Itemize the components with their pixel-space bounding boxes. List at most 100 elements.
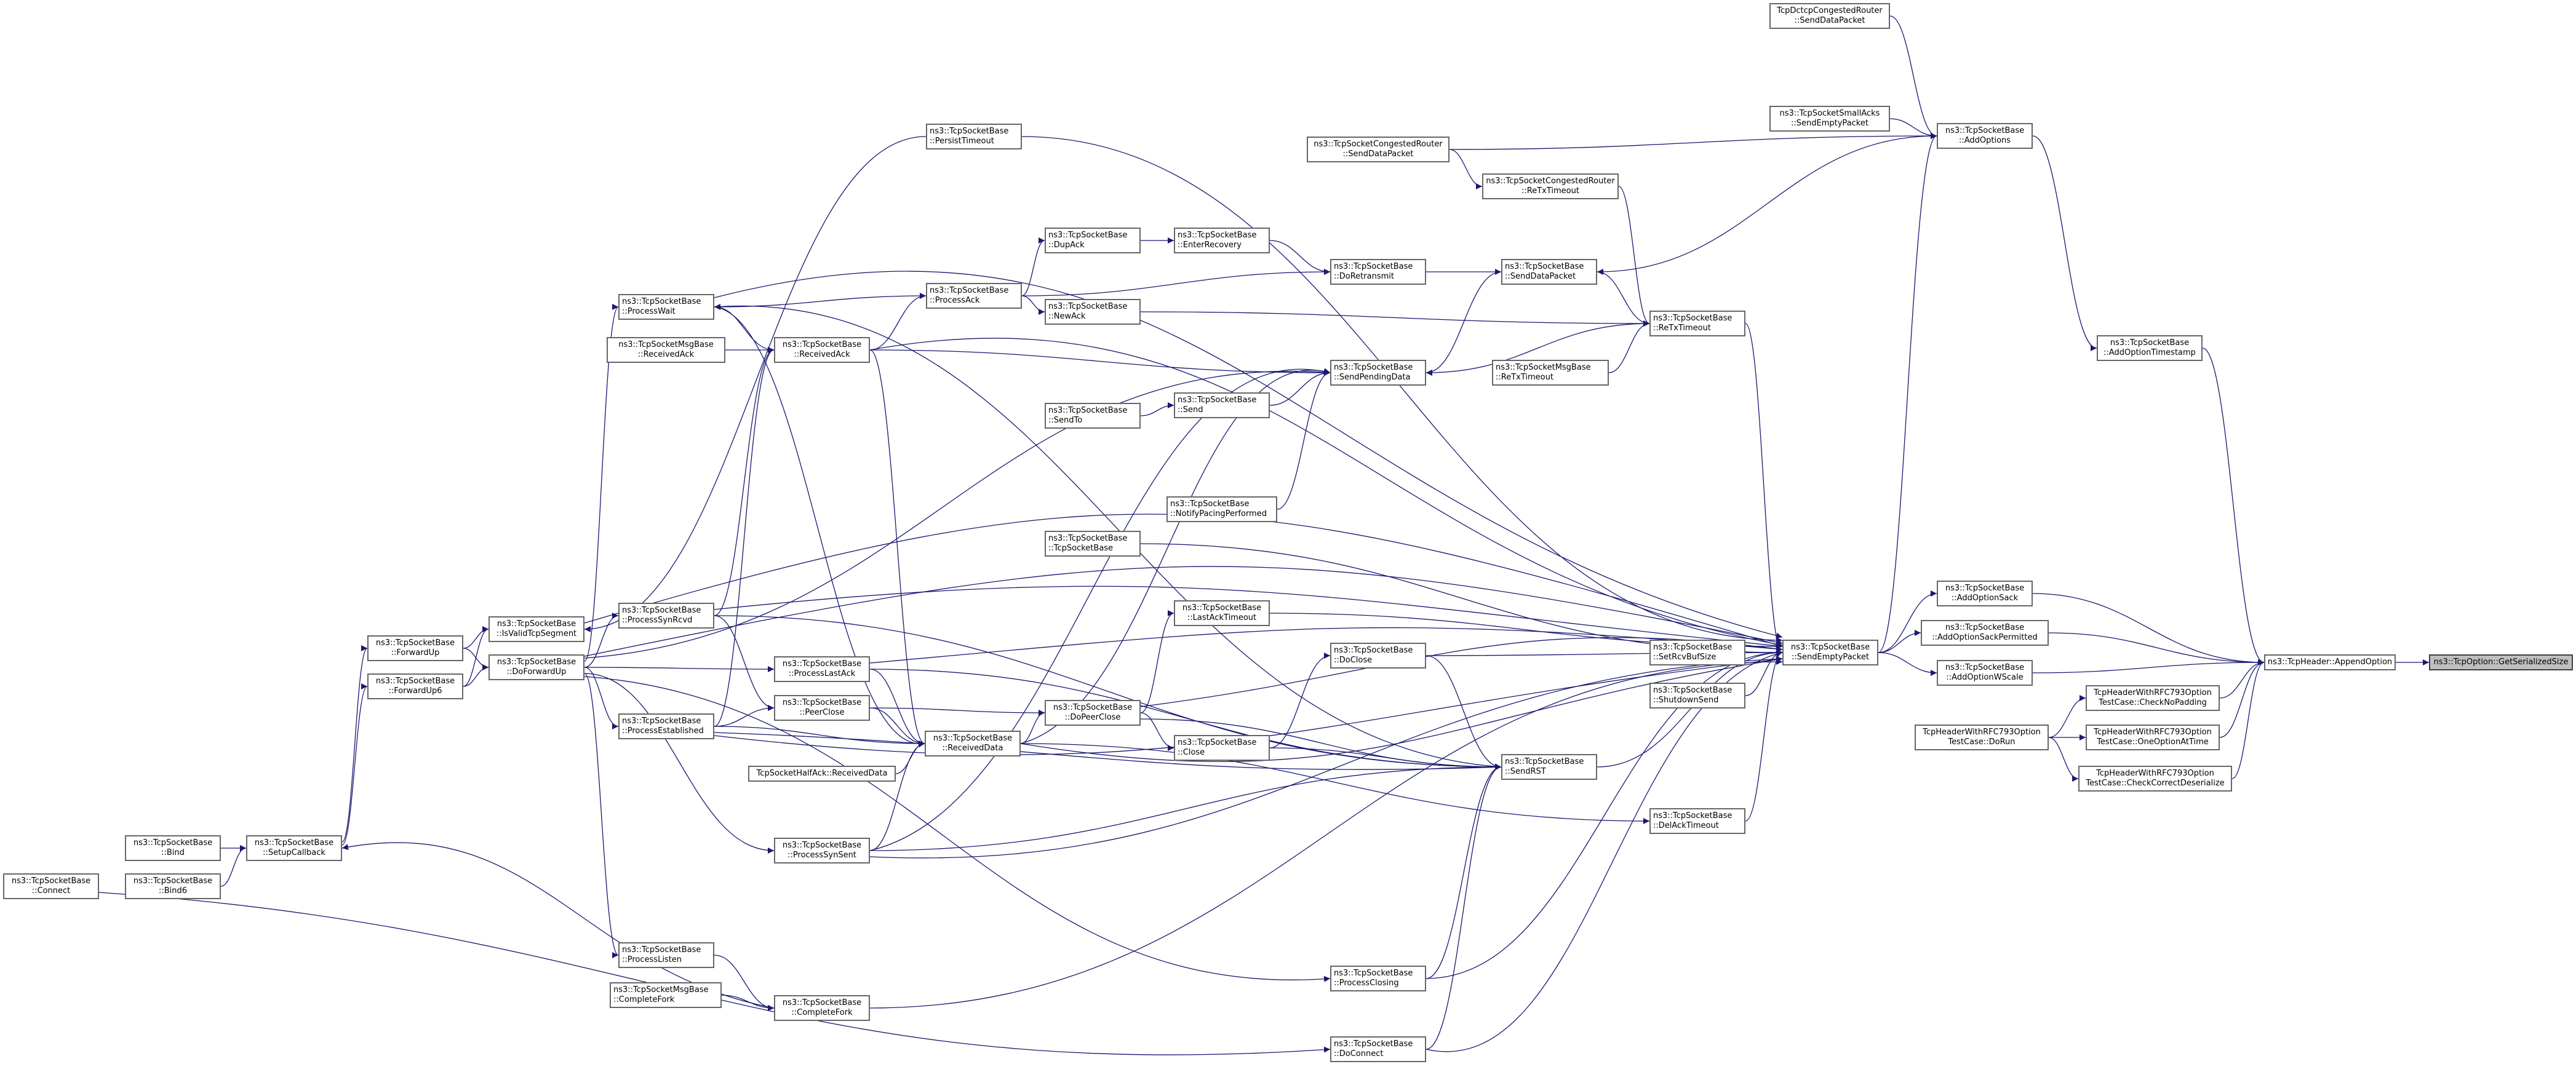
- call-edge-reTxTimeout-to-sendEmptyPacket: [1745, 323, 1783, 656]
- node-line: ::SendDataPacket: [1794, 16, 1865, 25]
- node-append-option[interactable]: ns3::TcpHeader::AppendOption: [2264, 654, 2396, 670]
- node-set-rcv-buf-size[interactable]: ns3::TcpSocketBase::SetRcvBufSize: [1649, 640, 1745, 665]
- node-add-option-wscale[interactable]: ns3::TcpSocketBase::AddOptionWScale: [1937, 660, 2033, 686]
- node-line: ns3::TcpSocketBase: [782, 659, 862, 669]
- node-persist-timeout[interactable]: ns3::TcpSocketBase::PersistTimeout: [926, 124, 1022, 149]
- node-notify-pacing-performed[interactable]: ns3::TcpSocketBase::NotifyPacingPerforme…: [1166, 496, 1277, 522]
- node-send-to[interactable]: ns3::TcpSocketBase::SendTo: [1045, 403, 1141, 429]
- node-complete-fork[interactable]: ns3::TcpSocketBase::CompleteFork: [774, 995, 870, 1021]
- node-get-serialized-size[interactable]: ns3::TcpOption::GetSerializedSize: [2429, 654, 2573, 670]
- node-process-listen[interactable]: ns3::TcpSocketBase::ProcessListen: [618, 942, 714, 968]
- node-setup-callback[interactable]: ns3::TcpSocketBase::SetupCallback: [246, 835, 342, 861]
- call-edge-processWait-to-sendEmptyPacket: [714, 271, 1783, 639]
- node-line: ns3::TcpSocketMsgBase: [613, 985, 709, 995]
- call-edge-addOptionSackPerm-to-appendOption: [2048, 632, 2265, 665]
- node-last-ack-timeout[interactable]: ns3::TcpSocketBase::LastAckTimeout: [1174, 600, 1270, 626]
- call-edge-processAck-to-processWait: [714, 295, 927, 310]
- node-msg-retx-timeout[interactable]: ns3::TcpSocketMsgBase::ReTxTimeout: [1492, 360, 1609, 386]
- call-edge-delAckTimeout-to-sendEmptyPacket: [1745, 649, 1783, 822]
- node-send[interactable]: ns3::TcpSocketBase::Send: [1174, 392, 1270, 418]
- call-edge-sendTo-to-send: [1140, 402, 1174, 416]
- node-line: ns3::TcpSocketBase: [1945, 663, 2025, 672]
- call-edge-reTxTimeout-to-sendDataPacket: [1597, 269, 1650, 324]
- node-line: ::DoForwardUp: [506, 667, 567, 677]
- node-line: ns3::TcpSocketBase: [1178, 231, 1257, 240]
- node-process-syn-sent[interactable]: ns3::TcpSocketBase::ProcessSynSent: [774, 838, 870, 864]
- node-process-syn-rcvd[interactable]: ns3::TcpSocketBase::ProcessSynRcvd: [618, 603, 714, 629]
- node-line: ::ShutdownSend: [1653, 696, 1719, 705]
- node-bind6[interactable]: ns3::TcpSocketBase::Bind6: [125, 873, 221, 899]
- node-send-data-packet[interactable]: ns3::TcpSocketBase::SendDataPacket: [1501, 259, 1597, 285]
- node-line: ::AddOptionWScale: [1946, 673, 2024, 682]
- node-forward-up6[interactable]: ns3::TcpSocketBase::ForwardUp6: [367, 673, 463, 699]
- node-process-closing[interactable]: ns3::TcpSocketBase::ProcessClosing: [1330, 966, 1426, 991]
- node-process-last-ack[interactable]: ns3::TcpSocketBase::ProcessLastAck: [774, 656, 870, 682]
- call-edge-receivedData-to-doPeerClose: [1020, 710, 1045, 744]
- node-connect[interactable]: ns3::TcpSocketBase::Connect: [3, 873, 99, 899]
- node-line: ::SendDataPacket: [1505, 272, 1576, 281]
- node-do-forward-up[interactable]: ns3::TcpSocketBase::DoForwardUp: [488, 654, 584, 680]
- node-received-ack[interactable]: ns3::TcpSocketBase::ReceivedAck: [774, 337, 870, 363]
- node-peer-close[interactable]: ns3::TcpSocketBase::PeerClose: [774, 695, 870, 721]
- node-add-option-timestamp[interactable]: ns3::TcpSocketBase::AddOptionTimestamp: [2097, 335, 2203, 361]
- node-line: ::SetRcvBufSize: [1653, 653, 1717, 662]
- node-line: ns3::TcpSocketCongestedRouter: [1314, 140, 1443, 149]
- node-add-option-sack[interactable]: ns3::TcpSocketBase::AddOptionSack: [1937, 581, 2033, 606]
- node-line: ::ProcessWait: [622, 307, 676, 316]
- node-tcp-socket-base[interactable]: ns3::TcpSocketBase::TcpSocketBase: [1045, 531, 1141, 557]
- call-edge-bind6-to-setupCallback: [220, 845, 247, 887]
- node-process-ack[interactable]: ns3::TcpSocketBase::ProcessAck: [926, 283, 1022, 309]
- node-add-option-sack-permitted[interactable]: ns3::TcpSocketBase::AddOptionSackPermitt…: [1921, 620, 2049, 646]
- node-msg-complete-fork[interactable]: ns3::TcpSocketMsgBase::CompleteFork: [610, 982, 722, 1008]
- call-edge-doForwardUp-to-processLastAck: [584, 665, 775, 672]
- node-do-close[interactable]: ns3::TcpSocketBase::DoClose: [1330, 643, 1426, 669]
- call-edge-doRun-to-checkDeser: [2048, 737, 2079, 782]
- node-send-rst[interactable]: ns3::TcpSocketBase::SendRST: [1501, 754, 1597, 780]
- call-edge-processWait-to-receivedData: [714, 306, 925, 748]
- call-edge-receivedAck-to-sendEmptyPacket: [869, 338, 1783, 648]
- node-received-data[interactable]: ns3::TcpSocketBase::ReceivedData: [925, 731, 1021, 756]
- node-send-empty-packet[interactable]: ns3::TcpSocketBase::SendEmptyPacket: [1782, 640, 1878, 665]
- node-is-valid-tcp-segment[interactable]: ns3::TcpSocketBase::IsValidTcpSegment: [488, 616, 584, 642]
- node-forward-up[interactable]: ns3::TcpSocketBase::ForwardUp: [367, 635, 463, 661]
- node-line: ::ReceivedData: [942, 744, 1003, 753]
- node-dup-ack[interactable]: ns3::TcpSocketBase::DupAck: [1045, 228, 1141, 253]
- node-close[interactable]: ns3::TcpSocketBase::Close: [1174, 735, 1270, 761]
- node-do-retransmit[interactable]: ns3::TcpSocketBase::DoRetransmit: [1330, 259, 1426, 285]
- node-do-connect[interactable]: ns3::TcpSocketBase::DoConnect: [1330, 1036, 1426, 1062]
- node-send-pending-data[interactable]: ns3::TcpSocketBase::SendPendingData: [1330, 360, 1426, 386]
- node-add-options[interactable]: ns3::TcpSocketBase::AddOptions: [1937, 123, 2033, 149]
- node-bind[interactable]: ns3::TcpSocketBase::Bind: [125, 835, 221, 861]
- node-small-acks-send-empty-packet[interactable]: ns3::TcpSocketSmallAcks::SendEmptyPacket: [1769, 106, 1890, 132]
- node-line: ns3::TcpSocketBase: [133, 876, 213, 886]
- call-edge-doForwardUp-to-processSynSent: [584, 673, 775, 854]
- node-line: ns3::TcpSocketBase: [1505, 262, 1584, 271]
- call-edge-sendDataPacket-to-addOptions: [1597, 133, 1937, 272]
- call-edge-peerClose-to-doPeerClose: [869, 707, 1045, 716]
- node-line: ns3::TcpSocketBase: [1653, 686, 1733, 695]
- node-line: TcpHeaderWithRFC793Option: [2094, 728, 2212, 737]
- node-dctcp-send-data-packet[interactable]: TcpDctcpCongestedRouter::SendDataPacket: [1769, 3, 1890, 29]
- node-process-wait[interactable]: ns3::TcpSocketBase::ProcessWait: [618, 294, 714, 320]
- call-edge-newAck-to-reTxTimeout: [1140, 311, 1650, 327]
- node-msg-received-ack[interactable]: ns3::TcpSocketMsgBase::ReceivedAck: [607, 337, 725, 363]
- node-retx-timeout[interactable]: ns3::TcpSocketBase::ReTxTimeout: [1649, 311, 1745, 336]
- node-do-peer-close[interactable]: ns3::TcpSocketBase::DoPeerClose: [1045, 700, 1141, 726]
- node-line: ns3::TcpSocketBase: [1334, 262, 1413, 271]
- node-shutdown-send[interactable]: ns3::TcpSocketBase::ShutdownSend: [1649, 683, 1745, 709]
- node-del-ack-timeout[interactable]: ns3::TcpSocketBase::DelAckTimeout: [1649, 808, 1745, 834]
- call-edge-setupCallback-to-forwardUp: [341, 645, 368, 843]
- node-line: ns3::TcpOption::GetSerializedSize: [2433, 657, 2569, 667]
- node-half-ack-received-data[interactable]: TcpSocketHalfAck::ReceivedData: [748, 766, 896, 782]
- node-congested-router-send-data-packet[interactable]: ns3::TcpSocketCongestedRouter::SendDataP…: [1307, 137, 1449, 162]
- node-new-ack[interactable]: ns3::TcpSocketBase::NewAck: [1045, 299, 1141, 325]
- node-congested-router-retx-timeout[interactable]: ns3::TcpSocketCongestedRouter::ReTxTimeo…: [1482, 173, 1619, 199]
- node-process-established[interactable]: ns3::TcpSocketBase::ProcessEstablished: [618, 713, 714, 739]
- call-edge-setupCallback-to-forwardUp6: [341, 683, 368, 846]
- node-enter-recovery[interactable]: ns3::TcpSocketBase::EnterRecovery: [1174, 228, 1270, 253]
- node-line: TcpHeaderWithRFC793Option: [2096, 769, 2214, 778]
